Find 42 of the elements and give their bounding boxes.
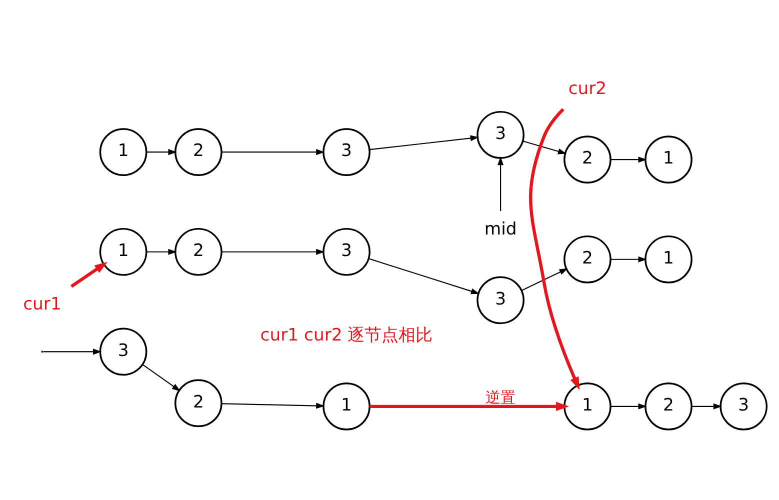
node-circle: 2 <box>563 235 611 284</box>
node-circle: 1 <box>322 382 370 430</box>
arrow <box>610 403 646 410</box>
node-circle: 3 <box>476 276 524 324</box>
arrow <box>610 256 646 262</box>
node-circle: 3 <box>98 328 147 376</box>
node-circle: 3 <box>719 382 768 430</box>
node-circle: 1 <box>644 235 692 284</box>
arrow <box>691 403 722 410</box>
arrow <box>221 402 324 409</box>
node-text: cur2 <box>568 78 606 99</box>
arrow <box>146 248 176 255</box>
arrow <box>368 258 480 294</box>
node-circle: 3 <box>322 228 370 276</box>
arrow <box>369 135 478 150</box>
node-circle: 1 <box>644 136 692 184</box>
arrow <box>522 140 566 154</box>
edge-label: 逆置 <box>485 388 516 406</box>
arrow <box>610 156 646 163</box>
arrow <box>42 348 102 355</box>
arrow <box>528 108 580 390</box>
node-circle: 1 <box>563 382 611 430</box>
node-text: mid <box>484 219 516 240</box>
node-circle: 2 <box>174 379 222 428</box>
node-circle: 2 <box>174 228 222 276</box>
node-circle: 2 <box>174 128 222 176</box>
node-circle: 1 <box>98 228 147 276</box>
node-circle: 2 <box>563 136 611 184</box>
node-circle: 2 <box>644 382 692 430</box>
arrow <box>142 364 180 392</box>
arrow <box>520 268 568 291</box>
arrow <box>221 149 324 156</box>
node-circle: 3 <box>476 110 524 159</box>
arrow <box>146 149 176 156</box>
arrow <box>497 156 504 211</box>
arrow <box>70 262 107 288</box>
label: cur1 cur2 逐节点相比 <box>260 326 432 346</box>
arrow <box>369 402 568 411</box>
node-circle: 3 <box>322 128 370 176</box>
node-circle: 1 <box>98 128 147 176</box>
arrow <box>221 248 324 255</box>
node-text: cur1 <box>22 294 61 315</box>
